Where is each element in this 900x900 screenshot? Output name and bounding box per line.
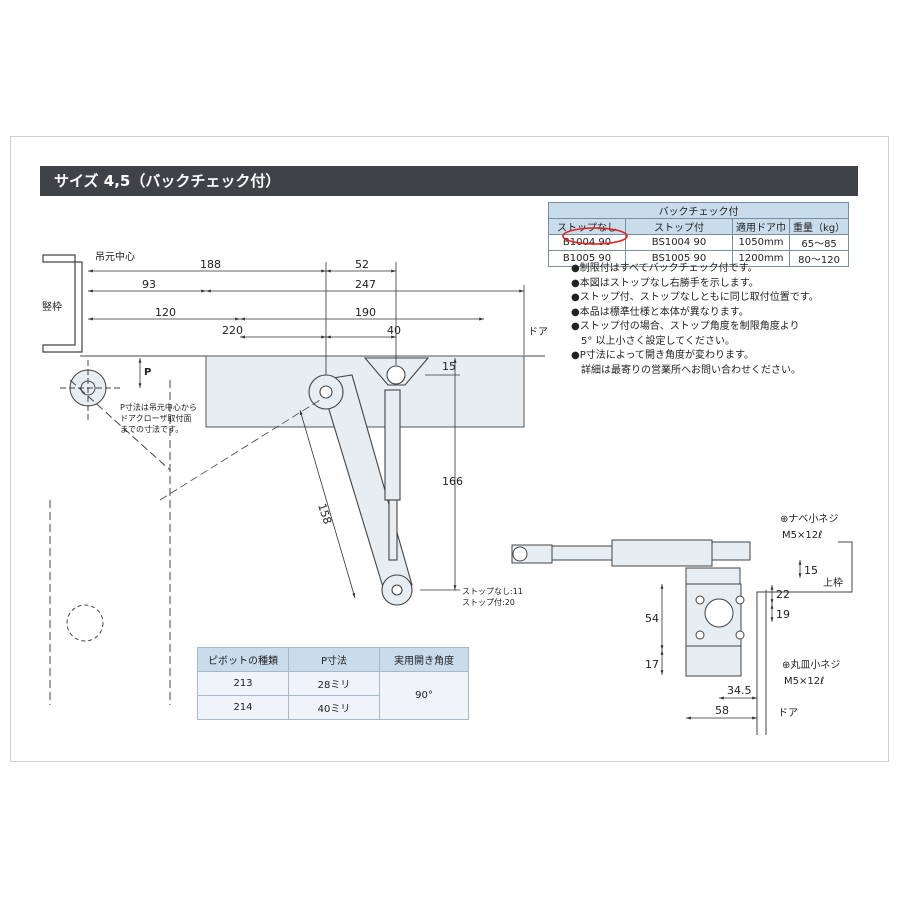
notes-list: ●制限付はすべてバックチェック付です。 ●本図はストップなし右勝手を示します。 … [571, 262, 819, 378]
note-item: 5° 以上小さく設定してください。 [571, 335, 735, 347]
pivot-header: P寸法 [288, 647, 380, 672]
note-item: ●本図はストップなし右勝手を示します。 [571, 277, 759, 289]
spec-cell: B1005 90 [548, 250, 626, 267]
note-item: 詳細は最寄りの営業所へお問い合わせください。 [571, 364, 801, 376]
note-item: ●P寸法によって開き角度が変わります。 [571, 350, 754, 361]
spec-cell: 1050mm [732, 234, 790, 251]
note-item: ●本品は標準仕様と本体が異なります。 [571, 306, 749, 318]
pivot-cell: 213 [197, 671, 289, 696]
spec-cell: BS1004 90 [625, 234, 733, 251]
spec-group-header: バックチェック付 [547, 202, 850, 219]
note-item: ●ストップ付、ストップなしともに同じ取付位置です。 [571, 292, 819, 303]
pivot-cell: 40ミリ [288, 695, 380, 720]
spec-header: 適用ドア巾 [732, 218, 790, 235]
spec-table: バックチェック付 ストップなし ストップ付 適用ドア巾 重量（kg） B1004… [547, 202, 850, 267]
pivot-angle: 90° [379, 671, 469, 720]
spec-cell: 65〜85 [788, 234, 850, 251]
spec-cell: 80〜120 [788, 250, 850, 267]
pivot-cell: 214 [197, 695, 289, 720]
spec-cell: B1004 90 [548, 234, 626, 251]
pivot-cell: 28ミリ [288, 671, 380, 696]
spec-cell: BS1005 90 [625, 250, 733, 267]
spec-header: 重量（kg） [788, 218, 850, 235]
note-item: ●制限付はすべてバックチェック付です。 [571, 263, 758, 274]
spec-header: ストップ付 [625, 218, 733, 235]
pivot-header: ピボットの種類 [197, 647, 289, 672]
pivot-table: ピボットの種類 P寸法 実用開き角度 213 28ミリ 90° 214 40ミリ [197, 647, 469, 720]
page-title: サイズ 4,5（バックチェック付） [40, 166, 858, 196]
note-item: ●ストップ付の場合、ストップ角度を制限角度より [571, 321, 800, 332]
spec-header: ストップなし [548, 218, 626, 235]
pivot-header: 実用開き角度 [379, 647, 469, 672]
